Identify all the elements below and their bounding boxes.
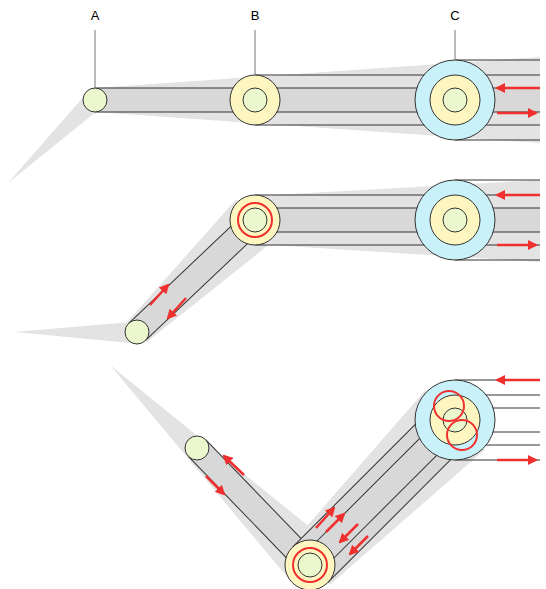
joint-label: B [251,8,260,24]
taper-shading [8,57,540,589]
leader-lines [95,30,455,88]
joint-label: A [91,8,100,24]
force-arrows [150,88,540,554]
joint-label: C [450,8,459,24]
joint-pulleys [83,60,495,589]
tendon-lines [95,60,540,583]
contact-circles [238,203,477,582]
